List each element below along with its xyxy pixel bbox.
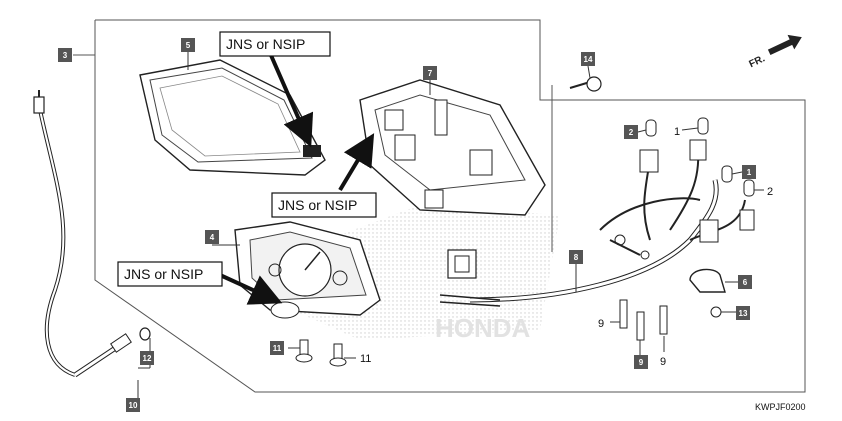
- screw-parts: [295, 76, 722, 367]
- svg-text:3: 3: [63, 51, 68, 60]
- part-code: KWPJF0200: [755, 402, 806, 412]
- svg-text:6: 6: [743, 278, 748, 287]
- part-label-4: 4: [205, 230, 219, 244]
- wire-harness-part: [439, 139, 755, 307]
- part-label-13: 13: [736, 306, 750, 320]
- meter-case-part: [359, 79, 546, 216]
- svg-text:14: 14: [584, 55, 593, 64]
- meter-lens-part: [139, 59, 326, 176]
- svg-text:11: 11: [273, 344, 282, 353]
- part-label-3: 3: [58, 48, 72, 62]
- bulb-parts: [645, 117, 755, 197]
- part-label-6: 6: [738, 275, 752, 289]
- part-label-10: 10: [126, 398, 140, 412]
- part-label-14: 14: [581, 52, 595, 66]
- svg-text:5: 5: [186, 41, 191, 50]
- clamp-part: [689, 268, 726, 293]
- callout-jns-nsip-1: JNS or NSIP: [219, 31, 331, 57]
- plain-label-9a: 9: [598, 318, 604, 330]
- svg-text:8: 8: [574, 253, 579, 262]
- direction-mark-text: FR.: [747, 53, 766, 70]
- direction-mark: FR.: [747, 34, 802, 70]
- part-label-7: 7: [423, 66, 437, 80]
- svg-text:13: 13: [739, 309, 748, 318]
- callout-text: JNS or NSIP: [278, 197, 357, 213]
- part-label-5: 5: [181, 38, 195, 52]
- svg-text:7: 7: [428, 69, 433, 78]
- plain-label-9b: 9: [660, 356, 666, 368]
- speedometer-cable: [33, 90, 151, 378]
- arrow-right-icon: [767, 34, 802, 56]
- svg-text:9: 9: [639, 358, 644, 367]
- svg-text:12: 12: [143, 354, 152, 363]
- callout-text: JNS or NSIP: [226, 36, 305, 52]
- part-label-12: 12: [140, 351, 154, 365]
- callout-text: JNS or NSIP: [124, 266, 203, 282]
- part-label-9: 9: [634, 355, 648, 369]
- callout-jns-nsip-3: JNS or NSIP: [117, 261, 223, 287]
- leader-lines: [137, 52, 764, 398]
- part-label-11: 11: [270, 341, 284, 355]
- callout-jns-nsip-2: JNS or NSIP: [271, 192, 377, 218]
- plain-label-11: 11: [360, 353, 371, 365]
- plain-label-2: 2: [767, 186, 773, 198]
- svg-text:1: 1: [747, 168, 752, 177]
- watermark-text: HONDA: [435, 313, 531, 343]
- svg-text:10: 10: [129, 401, 138, 410]
- part-label-2: 2: [624, 125, 638, 139]
- plain-label-1: 1: [674, 126, 680, 138]
- svg-text:4: 4: [210, 233, 215, 242]
- svg-text:2: 2: [629, 128, 634, 137]
- part-label-1: 1: [742, 165, 756, 179]
- plain-part-labels: 1 2 9 9 11: [360, 126, 773, 368]
- part-label-8: 8: [569, 250, 583, 264]
- boxed-part-labels: 3 5 7 14 2 1 4 8: [58, 38, 756, 412]
